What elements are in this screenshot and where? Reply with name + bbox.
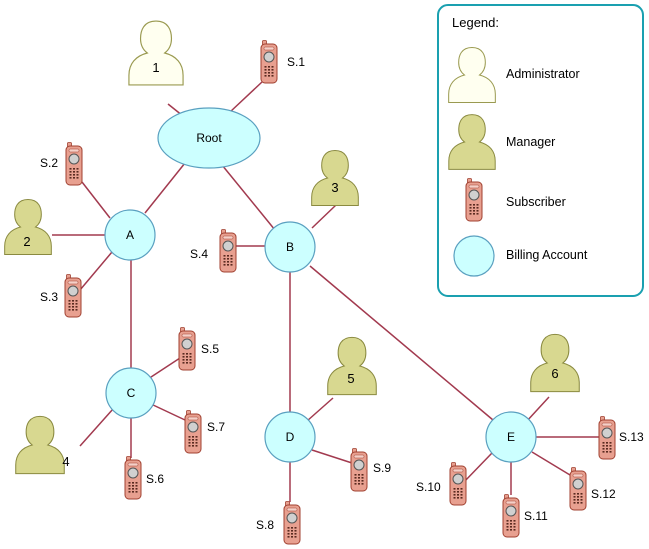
edge-e-s12 <box>531 451 571 476</box>
edge-a-s2 <box>81 181 111 219</box>
manager-5[interactable]: 5 <box>327 336 377 396</box>
legend-administrator-label: Administrator <box>506 67 580 81</box>
node-c-label: C <box>127 386 136 400</box>
legend-item-manager: Manager <box>448 114 555 170</box>
manager-icon <box>311 149 359 207</box>
node-root[interactable]: Root <box>157 107 261 169</box>
node-e-label: E <box>507 430 515 444</box>
edge-root-a <box>144 162 186 214</box>
edge-d-s9 <box>311 449 353 464</box>
edge-root-b <box>221 164 276 231</box>
phone-icon <box>124 456 142 500</box>
edge-c-s5 <box>147 357 181 380</box>
administrator-1[interactable]: 1 <box>128 20 184 86</box>
subscriber-s11[interactable]: S.11 <box>502 494 548 538</box>
subscriber-s9[interactable]: S.9 <box>350 448 391 492</box>
subscriber-s5-label: S.5 <box>201 342 219 356</box>
administrator-icon <box>128 20 184 86</box>
subscriber-s7[interactable]: S.7 <box>184 410 225 454</box>
administrator-1-label: 1 <box>152 60 159 75</box>
node-c[interactable]: C <box>105 367 157 419</box>
legend-item-subscriber: Subscriber <box>465 178 566 222</box>
subscriber-s4-label: S.4 <box>190 247 208 261</box>
manager-2[interactable]: 2 <box>4 198 52 256</box>
legend-manager-label: Manager <box>506 135 555 149</box>
node-d[interactable]: D <box>264 411 316 463</box>
billing-account-icon <box>453 235 495 277</box>
manager-6[interactable]: 6 <box>530 333 580 393</box>
subscriber-s1-label: S.1 <box>287 55 305 69</box>
legend-billing-account-label: Billing Account <box>506 248 588 262</box>
subscriber-s9-label: S.9 <box>373 461 391 475</box>
manager-icon <box>15 415 65 475</box>
subscriber-s11-label: S.11 <box>524 509 548 523</box>
manager-3[interactable]: 3 <box>311 149 359 207</box>
edge-e-person6 <box>525 396 550 423</box>
edge-root-s1 <box>229 81 263 113</box>
legend-item-administrator: Administrator <box>448 46 580 104</box>
node-d-label: D <box>286 430 295 444</box>
subscriber-s2[interactable]: S.2 <box>40 142 83 186</box>
subscriber-s4[interactable]: S.4 <box>190 229 237 273</box>
edges <box>52 81 600 502</box>
node-a[interactable]: A <box>104 209 156 261</box>
node-root-label: Root <box>196 131 222 145</box>
phone-icon <box>283 501 301 545</box>
phone-icon <box>350 448 368 492</box>
phone-icon <box>219 229 237 273</box>
subscriber-s1[interactable]: S.1 <box>260 40 305 84</box>
manager-3-label: 3 <box>331 180 338 195</box>
subscriber-s5[interactable]: S.5 <box>178 327 219 371</box>
subscriber-s8[interactable]: S.8 <box>256 501 301 545</box>
subscriber-s13-label: S.13 <box>619 430 644 444</box>
subscriber-s6-label: S.6 <box>146 472 164 486</box>
legend-box <box>437 4 644 297</box>
subscriber-s13[interactable]: S.13 <box>598 416 644 460</box>
phone-icon <box>465 178 483 222</box>
subscriber-s2-label: S.2 <box>40 156 58 170</box>
phone-icon <box>184 410 202 454</box>
phone-icon <box>178 327 196 371</box>
subscriber-s12-label: S.12 <box>591 487 616 501</box>
phone-icon <box>502 494 520 538</box>
legend-item-billing-account: Billing Account <box>453 235 588 277</box>
manager-icon <box>530 333 580 393</box>
phone-icon <box>64 274 82 318</box>
phone-icon <box>569 467 587 511</box>
phone-icon <box>260 40 278 84</box>
subscriber-s3-label: S.3 <box>40 290 58 304</box>
subscriber-s12[interactable]: S.12 <box>569 467 616 511</box>
manager-4[interactable]: 4 <box>15 415 70 475</box>
edge-c-person4 <box>79 408 114 447</box>
phone-icon <box>449 462 467 506</box>
manager-5-label: 5 <box>347 371 354 386</box>
manager-6-label: 6 <box>551 366 558 381</box>
subscriber-s6[interactable]: S.6 <box>124 456 164 500</box>
subscriber-s7-label: S.7 <box>207 420 225 434</box>
manager-4-label: 4 <box>62 454 69 469</box>
edge-b-e <box>309 265 494 421</box>
edge-b-person3 <box>311 204 337 229</box>
legend-subscriber-label: Subscriber <box>506 195 566 209</box>
edge-c-s7 <box>150 403 186 421</box>
node-a-label: A <box>126 228 134 242</box>
legend-title: Legend: <box>452 15 499 30</box>
legend: Legend: Administrator Manager Subscriber… <box>437 4 644 297</box>
node-b-label: B <box>286 240 294 254</box>
phone-icon <box>598 416 616 460</box>
edge-d-person5 <box>306 397 334 422</box>
subscriber-s3[interactable]: S.3 <box>40 274 82 318</box>
node-b[interactable]: B <box>264 221 316 273</box>
subscriber-s10-label: S.10 <box>416 480 441 494</box>
subscriber-s10[interactable]: S.10 <box>416 462 467 506</box>
manager-2-label: 2 <box>23 234 30 249</box>
subscriber-s8-label: S.8 <box>256 518 274 532</box>
edge-a-s3 <box>79 251 113 291</box>
node-e[interactable]: E <box>485 411 537 463</box>
phone-icon <box>65 142 83 186</box>
manager-icon <box>327 336 377 396</box>
edge-e-s10 <box>462 452 493 484</box>
